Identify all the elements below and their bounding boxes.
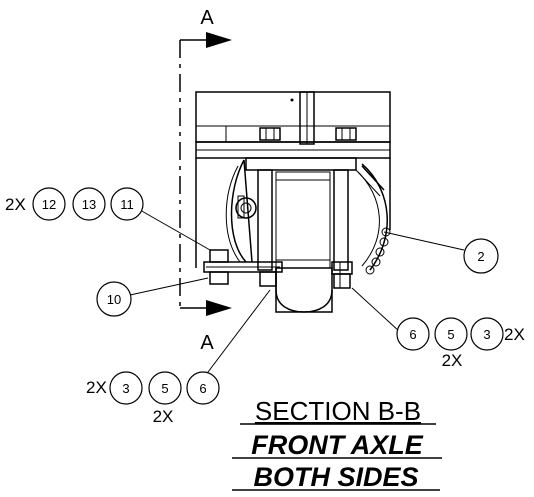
leader-lines [129, 209, 465, 381]
axle-assembly [195, 91, 391, 313]
section-arrow-bottom-icon [206, 300, 232, 316]
callout-balloon-10: 10 [96, 281, 132, 317]
callout-balloon-13-label: 13 [82, 197, 96, 212]
section-mark-top: A [200, 7, 214, 29]
callout-balloon-11: 11 [110, 187, 144, 221]
callout-right-qty-side: 2X [504, 325, 525, 344]
callout-balloon-13: 13 [72, 187, 106, 221]
callout-balloon-2: 2 [463, 238, 499, 274]
callout-balloon-3-right-label: 3 [483, 327, 490, 342]
callout-balloon-5-right-label: 5 [447, 327, 454, 342]
callout-balloon-6-right-label: 6 [409, 327, 416, 342]
callout-balloon-6-right: 6 [396, 317, 430, 351]
callout-balloon-6-bottom: 6 [186, 371, 220, 405]
callout-balloon-12-label: 12 [42, 197, 56, 212]
callout-balloon-3-bottom-label: 3 [122, 381, 129, 396]
callout-left-qty: 2X [5, 195, 26, 214]
callout-bottom-qty-below: 2X [153, 407, 174, 426]
title-front-axle: FRONT AXLE [251, 430, 423, 460]
title-both-sides: BOTH SIDES [253, 462, 418, 492]
callout-balloon-11-label: 11 [120, 197, 134, 212]
callout-balloon-5-right: 5 [434, 317, 468, 351]
section-arrow-top-icon [206, 32, 232, 48]
callout-balloon-10-label: 10 [107, 292, 121, 307]
callout-balloon-3-bottom: 3 [109, 371, 143, 405]
callout-right-qty-below: 2X [442, 351, 463, 370]
callout-balloon-2-label: 2 [477, 249, 484, 264]
title-section: SECTION B-B [255, 396, 421, 426]
title-block: SECTION B-B FRONT AXLE BOTH SIDES [232, 396, 442, 492]
section-mark-bottom: A [200, 332, 214, 354]
callout-balloon-5-bottom: 5 [148, 371, 182, 405]
callout-bottom-qty: 2X [86, 378, 107, 397]
callout-balloon-5-bottom-label: 5 [161, 381, 168, 396]
section-cut-line [179, 32, 232, 316]
callout-balloon-3-right: 3 [470, 317, 504, 351]
callout-balloon-12: 12 [32, 187, 66, 221]
callout-balloon-6-bottom-label: 6 [199, 381, 206, 396]
